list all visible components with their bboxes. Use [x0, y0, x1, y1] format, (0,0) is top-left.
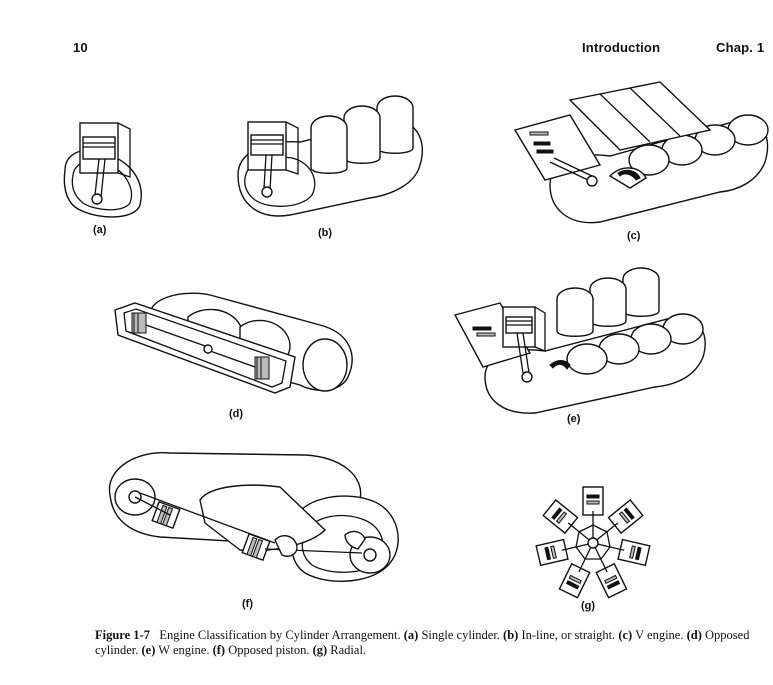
caption-text: Opposed cylinder. — [95, 628, 750, 657]
caption-text: Radial. — [330, 643, 367, 657]
figure-label-c: (c) — [627, 230, 641, 242]
page-number: 10 — [73, 40, 88, 55]
caption-tag: (b) — [503, 628, 519, 642]
radial-cylinder — [542, 499, 594, 544]
radial-cylinder — [535, 538, 594, 567]
radial-cylinder — [592, 538, 651, 567]
caption-text: Opposed piston. — [228, 643, 310, 657]
caption-tag: (e) — [141, 643, 156, 657]
caption-title: Engine Classification by Cylinder Arrang… — [159, 628, 401, 642]
radial-cylinder — [558, 542, 594, 599]
caption-tag: (g) — [312, 643, 328, 657]
caption-tag: (f) — [212, 643, 226, 657]
caption-text: In-line, or straight. — [521, 628, 616, 642]
caption-tag: (d) — [686, 628, 702, 642]
figure-label-a: (a) — [93, 224, 107, 236]
figure-label-b: (b) — [318, 227, 333, 239]
engine-drawing-opposed-cylinder — [110, 285, 360, 400]
engine-drawing-inline — [230, 80, 430, 225]
engine-drawing-radial — [488, 485, 698, 600]
running-header-chapter: Chap. 1 — [716, 40, 765, 55]
engine-drawing-w-engine — [453, 265, 715, 415]
engine-drawing-v-engine — [510, 80, 773, 230]
radial-cylinder — [582, 486, 604, 543]
figure-label-d: (d) — [229, 408, 244, 420]
figure-label-g: (g) — [581, 600, 596, 612]
caption-text: Single cylinder. — [421, 628, 500, 642]
figure-caption: Figure 1-7 Engine Classification by Cyli… — [95, 628, 755, 658]
caption-tag: (c) — [618, 628, 633, 642]
caption-figure-id: Figure 1-7 — [95, 628, 150, 642]
running-header-section: Introduction — [582, 40, 661, 55]
radial-cylinder — [592, 542, 628, 599]
caption-tag: (a) — [403, 628, 419, 642]
figure-label-e: (e) — [567, 413, 581, 425]
caption-text: V engine. — [635, 628, 684, 642]
engine-drawing-single-cylinder — [55, 115, 155, 225]
caption-text: W engine. — [158, 643, 210, 657]
engine-drawing-opposed-piston — [100, 445, 410, 595]
figure-label-f: (f) — [242, 598, 253, 610]
